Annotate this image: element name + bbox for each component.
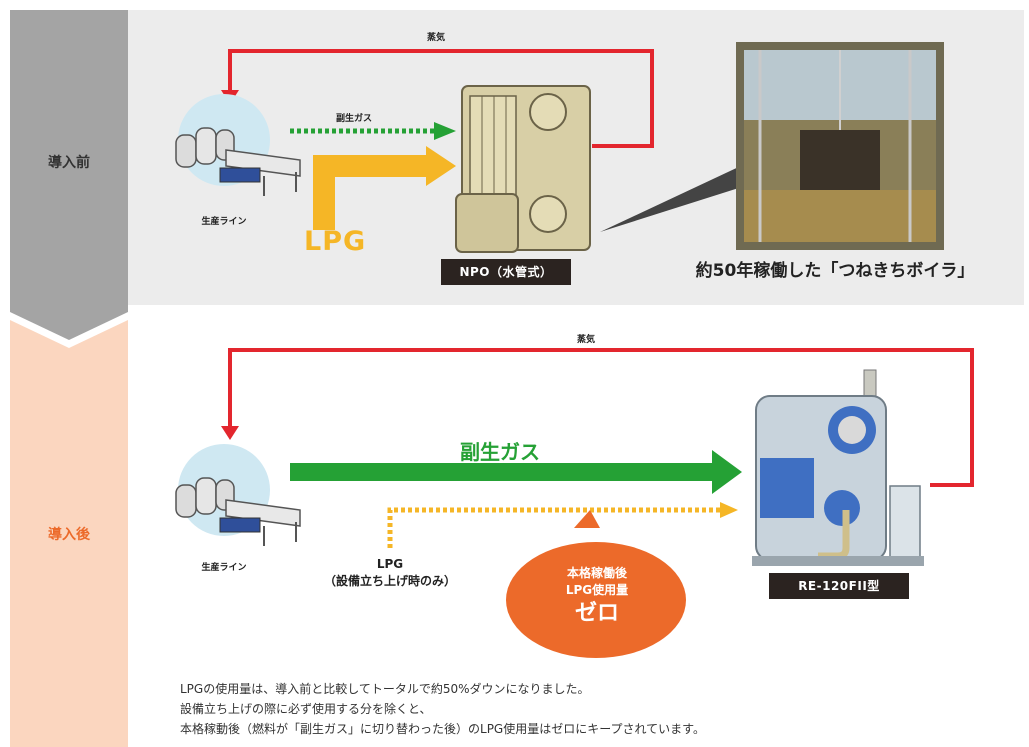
production-line-label-before: 生産ライン	[201, 217, 247, 227]
re120-boiler-illustration	[752, 369, 924, 566]
bubble-line-3: ゼロ	[574, 601, 619, 626]
lpg-label-after-text: LPG	[376, 557, 404, 571]
summary-note: LPGの使用量は、導入前と比較してトータルで約50%ダウンになりました。 設備立…	[180, 679, 705, 739]
npo-boiler-illustration	[455, 85, 591, 253]
production-line-icon-before	[175, 94, 301, 196]
lpg-arrow-before	[313, 146, 456, 230]
after-tab	[10, 320, 128, 747]
tab-chevron	[10, 300, 128, 348]
bubble-line-2: LPG使用量	[565, 583, 629, 597]
production-line-icon-after	[175, 444, 301, 546]
re120-boiler-label: RE-120FII型	[769, 573, 909, 599]
production-line-label-after: 生産ライン	[201, 563, 247, 573]
tab-before-label: 導入前	[48, 155, 90, 171]
note-line-3: 本格稼動後（燃料が「副生ガス」に切り替わった後）のLPG使用量はゼロにキープされ…	[180, 722, 705, 736]
gas-label-before: 副生ガス	[336, 114, 373, 124]
gas-arrow-before	[290, 122, 456, 140]
old-boiler-photo	[600, 42, 944, 250]
npo-boiler-label: NPO（水管式）	[441, 259, 571, 285]
tab-after-label: 導入後	[48, 527, 90, 543]
gas-label-after: 副生ガス	[460, 440, 540, 464]
before-tab	[10, 10, 128, 305]
lpg-note-after: （設備立ち上げ時のみ）	[323, 574, 456, 588]
steam-label-before: 蒸気	[427, 33, 446, 43]
lpg-arrow-after	[387, 502, 738, 548]
usage-bubble-text: 本格稼働後 LPG使用量 ゼロ	[512, 565, 682, 629]
steam-arrow-after	[221, 348, 974, 487]
bubble-line-1: 本格稼働後	[566, 566, 627, 580]
lpg-label-after: LPG （設備立ち上げ時のみ）	[300, 556, 480, 590]
photo-caption: 約50年稼働した「つねきちボイラ」	[695, 261, 975, 281]
gas-arrow-after	[290, 450, 742, 494]
note-line-1: LPGの使用量は、導入前と比較してトータルで約50%ダウンになりました。	[180, 682, 590, 696]
steam-label-after: 蒸気	[577, 335, 596, 345]
usage-bubble	[506, 510, 686, 658]
lpg-label-before: LPG	[304, 226, 367, 257]
note-line-2: 設備立ち上げの際に必ず使用する分を除くと、	[180, 702, 432, 716]
